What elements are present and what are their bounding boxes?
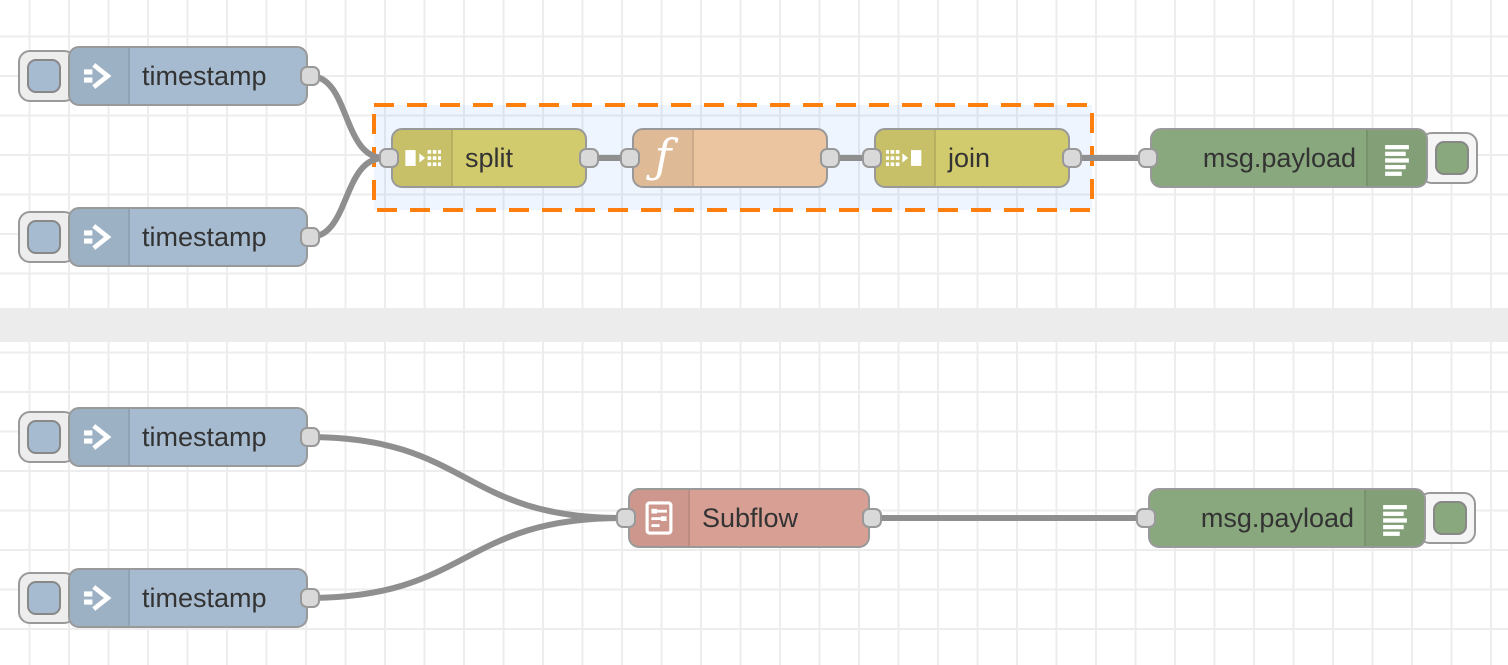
- inject-node-body[interactable]: timestamp: [68, 46, 308, 106]
- subflow-icon: [630, 490, 690, 546]
- subflow-node[interactable]: Subflow: [616, 488, 882, 548]
- output-port[interactable]: [579, 148, 599, 168]
- inject-trigger-button-face[interactable]: [27, 581, 61, 615]
- input-port[interactable]: [862, 148, 882, 168]
- inject-arrow-icon: [70, 209, 130, 265]
- inject-trigger-button[interactable]: [18, 411, 76, 463]
- inject-node-bottom-2[interactable]: timestamp: [18, 568, 320, 628]
- wire-inject1-split[interactable]: [307, 73, 387, 161]
- split-node[interactable]: split: [379, 128, 599, 188]
- debug-toggle-button[interactable]: [1420, 132, 1478, 184]
- inject-node-body[interactable]: timestamp: [68, 407, 308, 467]
- output-port[interactable]: [300, 427, 320, 447]
- inject-trigger-button-face[interactable]: [27, 220, 61, 254]
- node-label: split: [465, 142, 514, 173]
- inject-node-top-2[interactable]: timestamp: [18, 207, 320, 267]
- function-glyph: ƒ: [654, 129, 672, 183]
- inject-trigger-button-face[interactable]: [27, 59, 61, 93]
- wire-inject3-subflow[interactable]: [305, 434, 625, 521]
- debug-toggle-button-face[interactable]: [1433, 501, 1467, 535]
- inject-trigger-button[interactable]: [18, 211, 76, 263]
- join-node[interactable]: join: [862, 128, 1082, 188]
- node-label: join: [948, 142, 991, 173]
- function-f-icon: ƒ: [634, 130, 694, 186]
- debug-list-icon: [1364, 490, 1424, 546]
- inject-arrow-icon: [70, 48, 130, 104]
- subflow-node-body[interactable]: Subflow: [628, 488, 870, 548]
- node-label: timestamp: [142, 60, 267, 91]
- output-port[interactable]: [1062, 148, 1082, 168]
- input-port[interactable]: [379, 148, 399, 168]
- inject-node-body[interactable]: timestamp: [68, 568, 308, 628]
- debug-node-body[interactable]: msg.payload: [1148, 488, 1426, 548]
- inject-node-bottom-1[interactable]: timestamp: [18, 407, 320, 467]
- node-label: timestamp: [142, 221, 267, 252]
- output-port[interactable]: [300, 227, 320, 247]
- node-label: Subflow: [702, 502, 799, 533]
- debug-toggle-button[interactable]: [1418, 492, 1476, 544]
- node-label: timestamp: [142, 421, 267, 452]
- wire-inject2-split[interactable]: [307, 155, 387, 240]
- debug-node-bottom[interactable]: msg.payload: [1136, 488, 1476, 548]
- split-icon: [393, 130, 453, 186]
- inject-arrow-icon: [70, 570, 130, 626]
- output-port[interactable]: [300, 588, 320, 608]
- debug-list-icon: [1366, 130, 1426, 186]
- debug-node-top[interactable]: msg.payload: [1138, 128, 1478, 188]
- debug-node-body[interactable]: msg.payload: [1150, 128, 1428, 188]
- node-label: timestamp: [142, 582, 267, 613]
- inject-trigger-button-face[interactable]: [27, 420, 61, 454]
- inject-node-body[interactable]: timestamp: [68, 207, 308, 267]
- join-node-body[interactable]: join: [874, 128, 1070, 188]
- output-port[interactable]: [820, 148, 840, 168]
- output-port[interactable]: [300, 66, 320, 86]
- function-node-body[interactable]: ƒ: [632, 128, 828, 188]
- output-port[interactable]: [862, 508, 882, 528]
- wire-inject4-subflow[interactable]: [305, 515, 625, 601]
- function-node[interactable]: ƒ: [620, 128, 840, 188]
- join-icon: [876, 130, 936, 186]
- input-port[interactable]: [616, 508, 636, 528]
- input-port[interactable]: [1136, 508, 1156, 528]
- split-node-body[interactable]: split: [391, 128, 587, 188]
- node-label: [694, 130, 826, 186]
- inject-arrow-icon: [70, 409, 130, 465]
- input-port[interactable]: [1138, 148, 1158, 168]
- inject-node-top-1[interactable]: timestamp: [18, 46, 320, 106]
- inject-trigger-button[interactable]: [18, 572, 76, 624]
- node-label: msg.payload: [1202, 142, 1356, 173]
- debug-toggle-button-face[interactable]: [1435, 141, 1469, 175]
- section-divider: [0, 308, 1508, 342]
- input-port[interactable]: [620, 148, 640, 168]
- node-label: msg.payload: [1200, 502, 1354, 533]
